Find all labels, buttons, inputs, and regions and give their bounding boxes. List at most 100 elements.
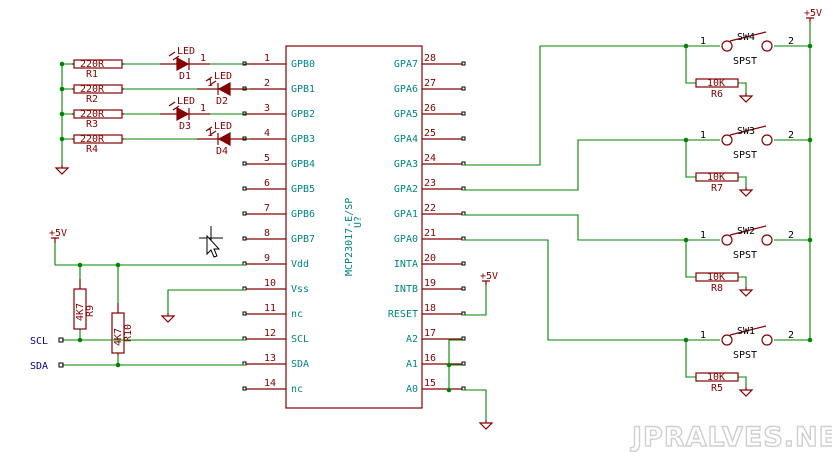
pin-number: 11 (264, 303, 276, 314)
led-label: LED (177, 96, 195, 107)
switch-ref: SW2 (737, 226, 755, 237)
pin-number: 7 (264, 203, 270, 214)
gpa1-net (462, 214, 686, 241)
switch-type: SPST (733, 250, 757, 261)
reset-power-label: +5V (480, 271, 498, 282)
switch-contact (721, 234, 733, 246)
switch-contact (721, 334, 733, 346)
led-label: LED (214, 121, 232, 132)
pin-name: GPB7 (291, 234, 315, 245)
pin-name: INTB (394, 284, 418, 295)
led-label: LED (214, 71, 232, 82)
led-arrows (168, 51, 180, 61)
vdd-wire (54, 243, 246, 266)
pin-name: GPB4 (291, 159, 315, 170)
pin-number: 9 (264, 253, 270, 264)
resistor-value: 220R (80, 134, 105, 145)
watermark: JPRALVES.NET (630, 422, 832, 452)
scl-connector (58, 337, 64, 343)
pin-number: 28 (424, 53, 436, 64)
pin-name: INTA (394, 259, 418, 270)
pin-end (461, 261, 466, 266)
pin-name: GPA4 (394, 134, 418, 145)
pin-name: A2 (406, 334, 418, 345)
junction (59, 61, 65, 67)
pin-name: GPA2 (394, 184, 418, 195)
pin-end (461, 111, 466, 116)
pulldown-value: 10K (707, 272, 725, 283)
vdd-power-symbol (51, 237, 59, 243)
pin-number: 18 (424, 303, 436, 314)
resistor-body (73, 59, 123, 69)
pin-name: GPA1 (394, 209, 418, 220)
pin-name: GPB5 (291, 184, 315, 195)
switch-ref: SW3 (737, 126, 755, 137)
ic-left-pins: 1GPB02GPB13GPB24GPB35GPB46GPB57GPB68GPB7… (242, 53, 315, 395)
pin-name: RESET (388, 309, 418, 320)
switch-contact (761, 40, 773, 52)
pin-name: SDA (291, 359, 309, 370)
switch-pin2: 2 (788, 130, 794, 141)
pin-name: A0 (406, 384, 418, 395)
pulldown-ref: R6 (711, 89, 723, 100)
pulldown-ref: R7 (711, 183, 723, 194)
switch-type: SPST (733, 350, 757, 361)
pin-number: 25 (424, 128, 436, 139)
resistor-body (73, 109, 123, 119)
gpa0-net (462, 239, 686, 341)
gpa3-net (462, 45, 686, 166)
pin-name: nc (291, 309, 303, 320)
led-label: LED (177, 46, 195, 57)
gnd-symbol (738, 287, 754, 297)
r10-value: 4K7 (113, 328, 124, 346)
junction (683, 237, 689, 243)
led-ref: D2 (216, 96, 228, 107)
pin-number: 19 (424, 278, 436, 289)
switch-contact (761, 234, 773, 246)
pin-number: 20 (424, 253, 436, 264)
pin-name: GPA6 (394, 84, 418, 95)
sw-power-symbol (806, 17, 814, 22)
switch-lever (729, 125, 767, 136)
scl-junction (77, 337, 83, 343)
ic-pin-left: 11 nc (242, 303, 303, 320)
pin-end (242, 161, 247, 166)
resistor-ref: R1 (86, 69, 98, 80)
switch-pin2: 2 (788, 330, 794, 341)
led-ref: D4 (216, 146, 228, 157)
pin-name: GPB6 (291, 209, 315, 220)
r9-value: 4K7 (75, 303, 86, 321)
switch-ref: SW4 (737, 32, 755, 43)
pin-name: nc (291, 384, 303, 395)
pin-end (242, 236, 247, 241)
pin-number: 1 (264, 53, 270, 64)
r9-ref: R9 (85, 305, 96, 317)
junction (683, 337, 689, 343)
led-gnd-symbol (54, 165, 70, 175)
junction (807, 337, 813, 343)
switch-type: SPST (733, 150, 757, 161)
mouse-cursor-icon (199, 226, 223, 258)
pin-number: 17 (424, 328, 436, 339)
switch-lever (729, 31, 767, 42)
ic-right-pins: 28GPA727GPA626GPA525GPA424GPA323GPA222GP… (388, 53, 466, 395)
resistor-value: 220R (80, 109, 105, 120)
ic-part-label: MCP23017-E/SP (344, 198, 355, 276)
led-ref: D3 (179, 121, 191, 132)
